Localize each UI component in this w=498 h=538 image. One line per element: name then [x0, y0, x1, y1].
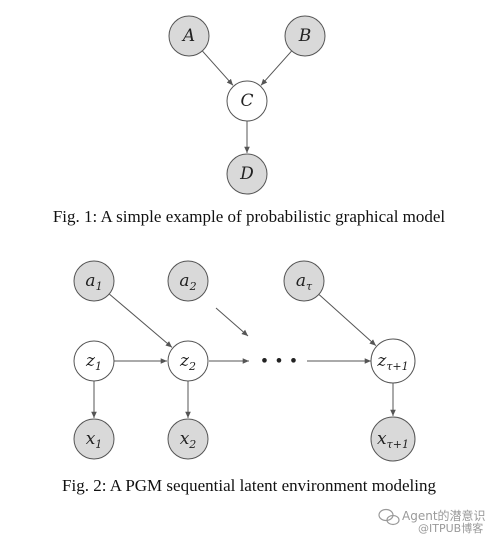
node-circle-a1: [73, 260, 115, 302]
node-label-base: a: [179, 271, 189, 291]
node-circle-x1: [73, 418, 115, 460]
figure-1-caption: Fig. 1: A simple example of probabilisti…: [53, 207, 446, 226]
node-a2: a2: [167, 260, 209, 302]
node-circle-D: [226, 153, 268, 195]
node-label-base: x: [86, 429, 96, 449]
node-label-subscript: 2: [189, 280, 197, 293]
node-label-base: x: [180, 429, 190, 449]
node-label-subscript: 2: [188, 360, 196, 373]
node-circle-A: [168, 15, 210, 57]
node-xtau1: xτ+1: [370, 416, 416, 462]
node-label-atau: aτ: [296, 271, 313, 293]
node-circle-x2: [167, 418, 209, 460]
node-circle-z1: [73, 340, 115, 382]
node-label-x1: x1: [86, 429, 103, 451]
node-circle-a2: [167, 260, 209, 302]
node-z1: z1: [73, 340, 115, 382]
figure-2-caption: Fig. 2: A PGM sequential latent environm…: [62, 476, 436, 495]
node-label-z1: z1: [85, 351, 102, 373]
node-atau: aτ: [283, 260, 325, 302]
node-label-a1: a1: [85, 271, 102, 293]
node-B: B: [284, 15, 326, 57]
node-label-base: x: [377, 429, 387, 449]
node-label-subscript: τ+1: [387, 438, 409, 451]
watermark-text: Agent的潜意识: [402, 508, 486, 523]
node-A: A: [168, 15, 210, 57]
node-C: C: [226, 80, 268, 122]
node-ztau1: zτ+1: [370, 338, 416, 384]
node-label-ztau1: zτ+1: [376, 351, 408, 373]
node-x1: x1: [73, 418, 115, 460]
node-a1: a1: [73, 260, 115, 302]
node-circle-xtau1: [370, 416, 416, 462]
node-label-a2: a2: [179, 271, 196, 293]
node-label-subscript: 2: [188, 438, 196, 451]
node-label-subscript: τ+1: [386, 360, 408, 373]
edge-B-C: [260, 50, 293, 86]
node-x2: x2: [167, 418, 209, 460]
node-label-A: A: [181, 26, 195, 46]
node-label-base: z: [376, 351, 387, 371]
node-label-subscript: τ: [306, 280, 313, 293]
watermark-source: @ITPUB博客: [418, 521, 483, 535]
node-label-base: a: [85, 271, 95, 291]
node-label-C: C: [240, 91, 253, 111]
node-circle-ztau1: [370, 338, 416, 384]
node-label-base: z: [85, 351, 96, 371]
ellipsis: • • •: [260, 352, 298, 371]
node-D: D: [226, 153, 268, 195]
watermark: Agent的潜意识 @ITPUB博客: [378, 508, 486, 535]
edge-a2-ellipsis: [215, 307, 249, 337]
node-label-D: D: [239, 164, 254, 184]
node-label-z2: z2: [179, 351, 196, 373]
node-circle-atau: [283, 260, 325, 302]
node-circle-B: [284, 15, 326, 57]
node-label-base: z: [179, 351, 190, 371]
edge-atau-ztau1: [318, 293, 377, 346]
node-label-subscript: 1: [96, 280, 103, 293]
node-label-B: B: [298, 26, 312, 46]
edge-A-C: [201, 50, 234, 86]
chat-bubble-icon: [378, 508, 400, 526]
node-z2: z2: [167, 340, 209, 382]
node-label-base: a: [296, 271, 306, 291]
node-label-subscript: 1: [95, 360, 102, 373]
figure-1: A B C D Fig. 1: A simple example of probabi…: [53, 15, 446, 226]
node-circle-z2: [167, 340, 209, 382]
node-label-x2: x2: [180, 429, 197, 451]
node-label-xtau1: xτ+1: [377, 429, 409, 451]
node-label-subscript: 1: [95, 438, 102, 451]
node-circle-C: [226, 80, 268, 122]
edge-a1-z2: [108, 293, 173, 348]
